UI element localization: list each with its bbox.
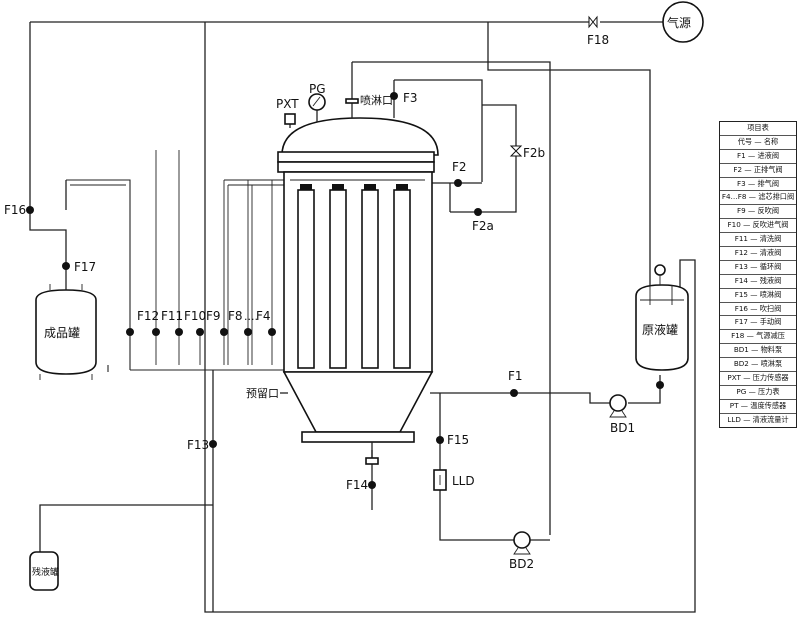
raw-tank: [635, 264, 689, 371]
legend-row: F15 — 喷淋阀: [720, 289, 796, 303]
product-tank: [35, 284, 97, 380]
label-f1: F1: [508, 369, 523, 383]
label-waste-tank: 残液罐: [32, 566, 59, 578]
valve-markers: [26, 92, 664, 489]
legend-row: F12 — 清液阀: [720, 247, 796, 261]
legend-title: 项目表: [720, 122, 796, 136]
legend-row: F4…F8 — 滤芯排口阀: [720, 191, 796, 206]
legend-row: BD2 — 喷淋泵: [720, 358, 796, 373]
label-product-tank: 成品罐: [44, 326, 80, 340]
label-f15: F15: [447, 433, 469, 447]
legend-row: LLD — 清液流量计: [727, 414, 789, 424]
label-bd2: BD2: [509, 557, 534, 571]
label-dots: ....: [244, 310, 258, 323]
label-f11: F11: [161, 309, 183, 323]
label-f18: F18: [587, 33, 609, 47]
label-gas-source: 气源: [667, 15, 691, 30]
legend-row: F3 — 排气阀: [720, 178, 796, 192]
legend-row: F17 — 手动阀: [720, 316, 796, 331]
label-f2a: F2a: [472, 219, 494, 233]
label-reserve-port: 预留口: [246, 387, 279, 400]
valve-f18-symbol: [588, 15, 598, 29]
legend-row: PG — 压力表: [720, 386, 796, 400]
legend-row: F1 — 进液阀: [720, 150, 796, 164]
pump-bd2: [513, 531, 531, 555]
label-f2: F2: [452, 160, 467, 174]
legend-row: F11 — 清洗阀: [720, 233, 796, 248]
label-f14: F14: [346, 478, 368, 492]
legend-row: F2 — 正排气阀: [720, 164, 796, 178]
legend-row: BD1 — 物料泵: [720, 344, 796, 359]
legend-row: F9 — 反吹阀: [720, 205, 796, 220]
label-f10: F10: [184, 309, 206, 323]
legend-row: PXT — 压力传感器: [720, 372, 796, 386]
gas-source: [662, 1, 704, 43]
legend-row: F18 — 气源减压: [720, 330, 796, 345]
filter-vessel: [277, 93, 439, 465]
pump-bd1: [609, 394, 627, 418]
label-f16: F16: [4, 203, 26, 217]
label-f17: F17: [74, 260, 96, 274]
legend-row: F10 — 反吹进气阀: [720, 219, 796, 234]
labels: 气源 F18 F16 F17 成品罐 F12 F11 F10 F9 F8 ...…: [4, 15, 691, 578]
label-spray-port: 喷淋口: [360, 94, 393, 107]
label-f2b: F2b: [523, 146, 545, 160]
label-f4: F4: [256, 309, 271, 323]
label-raw-tank: 原液罐: [642, 322, 678, 337]
label-pg: PG: [309, 82, 326, 96]
label-f13: F13: [187, 438, 209, 452]
label-f3: F3: [403, 91, 418, 105]
legend-row: PT — 温度传感器: [720, 400, 796, 414]
label-f9: F9: [206, 309, 221, 323]
label-f8: F8: [228, 309, 243, 323]
label-f12: F12: [137, 309, 159, 323]
label-pxt: PXT: [276, 97, 299, 111]
waste-tank: [29, 551, 59, 591]
legend-row: 代号 — 名称: [720, 136, 796, 150]
legend-row: F14 — 残液阀: [720, 275, 796, 289]
legend-row: F13 — 循环阀: [720, 261, 796, 275]
filter-cartridges: [290, 179, 425, 369]
label-lld: LLD: [452, 474, 475, 488]
legend-row: F16 — 吹扫阀: [720, 303, 796, 317]
label-bd1: BD1: [610, 421, 635, 435]
